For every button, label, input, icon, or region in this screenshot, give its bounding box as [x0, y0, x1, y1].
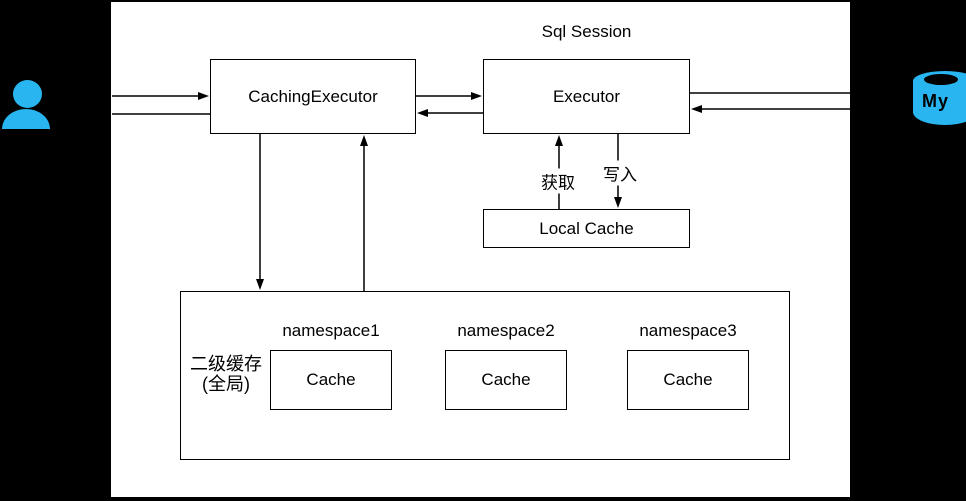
edge-mysql-to-executor: [691, 105, 850, 113]
database-icon: My: [913, 71, 966, 126]
node-caching-executor: CachingExecutor: [210, 59, 416, 134]
edge-label-write: 写入: [601, 160, 639, 186]
executor-label: Executor: [552, 86, 621, 106]
second-level-cache-label: 二级缓存 (全局): [184, 354, 268, 394]
sql-session-label: Sql Session: [541, 22, 632, 41]
node-local-cache: Local Cache: [483, 209, 690, 248]
user-icon-head: [13, 80, 42, 108]
namespace1-cache-box: Cache: [270, 350, 392, 410]
namespace1-cache-label: Cache: [306, 370, 356, 389]
local-cache-label: Local Cache: [539, 218, 634, 238]
namespace3-cache-label: Cache: [663, 370, 713, 389]
database-icon-label: My: [922, 91, 950, 111]
user-icon-body: [2, 109, 50, 129]
edge-cachingexecutor-to-secondlevelcache: [256, 134, 264, 290]
namespace1-label: namespace1: [282, 321, 380, 340]
second-level-cache-label-line1: 二级缓存: [190, 354, 262, 374]
namespace2-cache-label: Cache: [481, 370, 531, 389]
namespace2-cache-box: Cache: [445, 350, 567, 410]
edge-label-get: 获取: [539, 168, 577, 194]
edge-cachingexecutor-to-executor: [416, 92, 482, 100]
edge-user-to-cachingexecutor: [112, 92, 209, 100]
node-executor: Executor: [483, 59, 690, 134]
user-icon: [2, 78, 52, 130]
edge-secondlevelcache-to-cachingexecutor: [360, 135, 368, 291]
namespace3-label: namespace3: [639, 321, 737, 340]
caching-executor-label: CachingExecutor: [248, 86, 378, 106]
second-level-cache-label-line2: (全局): [202, 374, 250, 394]
edge-executor-to-cachingexecutor: [417, 109, 483, 117]
namespace2-label: namespace2: [457, 321, 555, 340]
database-icon-opening: [924, 74, 958, 85]
namespace3-cache-box: Cache: [627, 350, 749, 410]
